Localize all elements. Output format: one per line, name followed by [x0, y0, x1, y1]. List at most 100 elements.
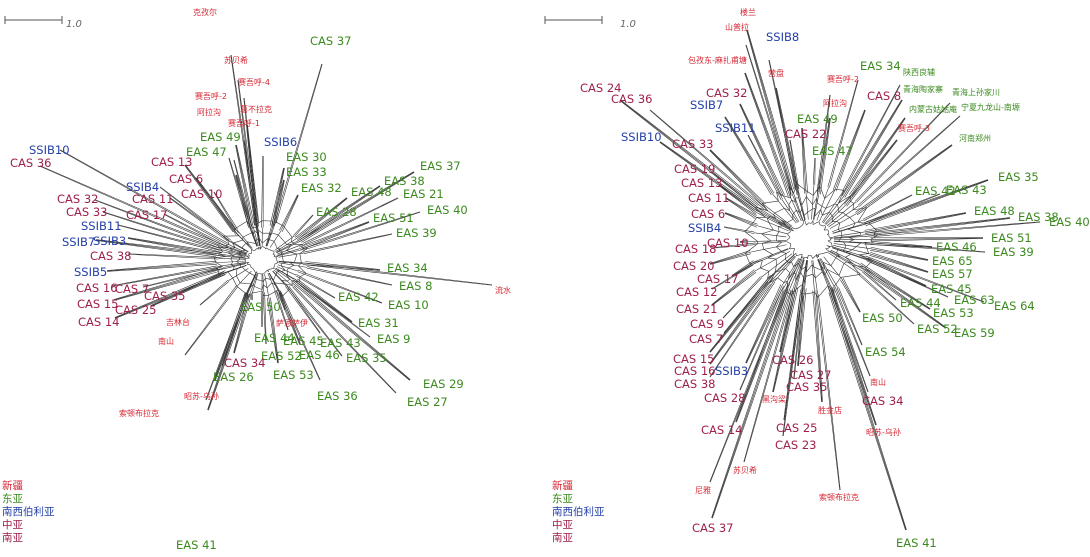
branch-eas-34: [304, 264, 380, 271]
network-edge: [273, 265, 275, 268]
branch-eas-34: [827, 79, 859, 188]
network-edge: [849, 217, 856, 224]
branch-inner-eas-63: [832, 247, 871, 262]
branch-5409679753f0: [199, 281, 230, 306]
taxon-label-ssib11: SSIB11: [715, 121, 756, 135]
network-edge: [784, 208, 790, 211]
taxon-label-cas-38: CAS 38: [90, 249, 132, 263]
branch-eas-44: [261, 292, 264, 328]
branch-82cf8d1d5e0c: [743, 290, 792, 463]
branch-inner-963f62c96c9f: [813, 194, 820, 220]
branch-8d5b543e547c-2: [818, 94, 831, 192]
network-edge: [830, 257, 837, 266]
taxon-label-ssib6: SSIB6: [264, 135, 298, 149]
branch-eas-47: [228, 157, 250, 226]
network-edge: [778, 225, 783, 227]
branch-eas-10: [297, 269, 383, 304]
branch-inner-cas-17: [220, 243, 247, 255]
taxon-label-cas-7: CAS 7: [689, 332, 724, 346]
network-edge: [800, 209, 803, 213]
branch-inner-662d82cf-4e4c5b59: [817, 259, 830, 288]
taxon-label-eas-42: EAS 42: [915, 184, 956, 198]
taxon-label-cas-7: CAS 7: [115, 282, 150, 296]
branch-inner-cas-9: [760, 253, 793, 278]
network-edge: [285, 242, 287, 245]
network-edge: [269, 239, 275, 242]
taxon-label-eas-10: EAS 10: [388, 298, 429, 312]
branch-ssib5: [107, 264, 217, 272]
branch-cas-16: [111, 265, 218, 287]
branch-cas-16: [709, 281, 769, 364]
taxon-label-cas-22: CAS 22: [785, 127, 827, 141]
taxon-label-53055b5c4e1c-9ebb624e752b5858: 包孜东-麻扎甫塘: [688, 56, 747, 65]
branch-inner-eas-54: [820, 258, 839, 288]
taxon-label-5c3c96c5: 尼雅: [695, 486, 711, 495]
taxon-label-6cb3535790d15dde: 河南郑州: [959, 134, 991, 143]
branch-cas-10: [213, 191, 238, 230]
branch-inner-eas-40: [277, 249, 303, 257]
branch-inner-eas-42: [831, 219, 864, 233]
legend-item-south-siberia: 南西伯利亚: [2, 506, 55, 518]
branch-cas-14: [114, 270, 226, 318]
branch-6cb3535790d15dde: [855, 144, 952, 213]
network-edge: [783, 195, 791, 199]
branch-inner-cas-32: [782, 195, 800, 223]
branch-inner-eas-39: [833, 241, 865, 244]
branch-cas-11: [169, 197, 228, 242]
branch-inner-eas-10: [277, 264, 298, 272]
network-edge: [776, 191, 779, 202]
branch-eas-33: [275, 180, 285, 224]
branch-inner-cas-37: [789, 259, 803, 290]
network-edge: [290, 237, 293, 242]
taxon-label-eas-44: EAS 44: [900, 296, 941, 310]
network-edge: [266, 269, 268, 271]
branch-inner-ssib11: [222, 251, 246, 257]
network-edge: [812, 197, 818, 205]
branch-inner-cas-35: [802, 260, 808, 296]
network-edge: [285, 283, 293, 286]
taxon-label-cas-12: CAS 12: [676, 285, 718, 299]
branch-eas-47: [812, 157, 816, 185]
network-edge: [788, 272, 791, 280]
network-edge: [763, 249, 774, 255]
branch-eas-41: [828, 292, 906, 531]
branch-ssib5: [106, 260, 217, 271]
branch-cas-17: [163, 213, 221, 243]
taxon-label-cas-21: CAS 21: [676, 302, 718, 316]
branch-inner-eas-38: [833, 234, 866, 239]
branch-inner-eas-21: [277, 243, 304, 255]
network-edge: [807, 255, 809, 259]
taxon-label-eas-50: EAS 50: [862, 311, 903, 325]
legend: 新疆 东亚 南西伯利亚 中亚 南亚: [2, 480, 55, 545]
branch-inner-cas-16: [217, 262, 246, 267]
branch-cas-16: [710, 283, 771, 365]
branch-cas-37: [712, 289, 792, 519]
taxon-label-eas-53: EAS 53: [273, 368, 314, 382]
network-edge: [289, 262, 295, 266]
network-edge: [291, 252, 298, 255]
network-edge: [270, 268, 273, 270]
network-edge: [833, 284, 837, 287]
branch-eas-43: [285, 286, 321, 334]
branch-cas-20: [709, 250, 751, 264]
branch-eas-49: [235, 145, 252, 227]
branch-cas-37: [711, 289, 790, 519]
branch-ssib3: [127, 238, 222, 257]
branch-5b81590f4e5d9f995c71-5357586c: [857, 115, 961, 206]
branch-inner-ssib11: [781, 199, 799, 223]
network-edge: [258, 237, 263, 244]
branch-inner-eas-36: [269, 272, 281, 292]
network-edge: [813, 266, 822, 271]
taxon-label-80dc91d15e97: 胜金店: [818, 406, 842, 415]
network-edge: [824, 225, 826, 228]
branch-eas-52: [262, 292, 267, 345]
taxon-label-eas-27: EAS 27: [407, 395, 448, 409]
taxon-label-eas-9: EAS 9: [377, 332, 411, 346]
network-edge: [272, 252, 275, 255]
taxon-label-eas-21: EAS 21: [403, 187, 444, 201]
network-edge: [823, 226, 826, 231]
branch-9ed16c9f6881: [772, 287, 797, 393]
branch-inner-6d416c34: [278, 261, 304, 265]
branch-inner-eas-30: [265, 226, 272, 247]
network-edge: [821, 206, 826, 209]
